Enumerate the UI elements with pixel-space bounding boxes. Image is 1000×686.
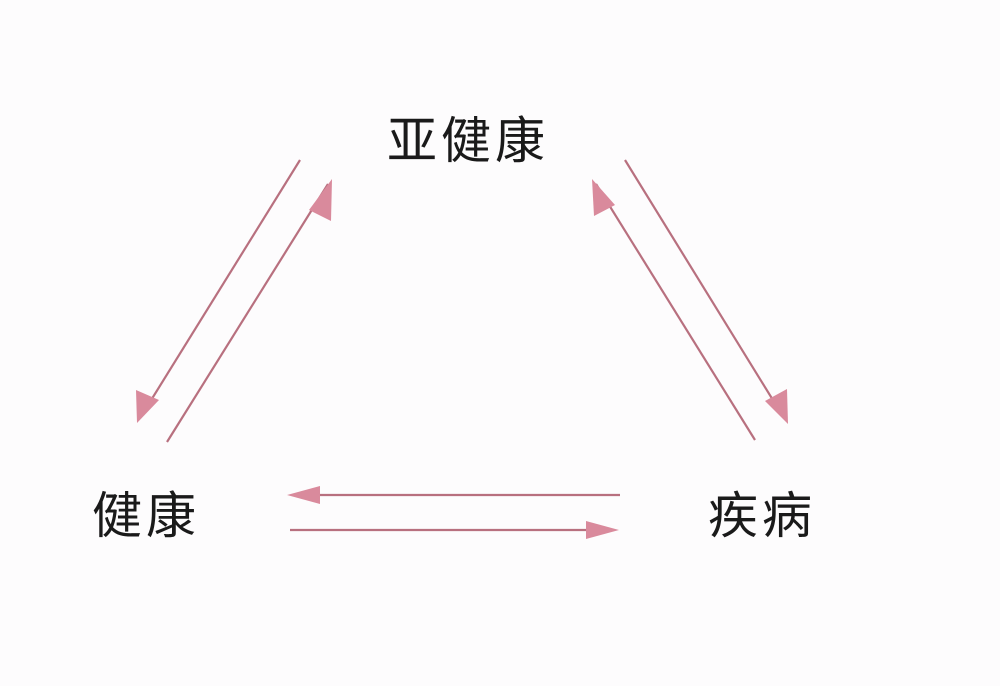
node-subhealth: 亚健康 [387,112,549,170]
arrow-disease-to-subhealth [595,183,756,441]
arrowhead-icon [287,486,320,504]
arrow-subhealth-to-health [139,159,301,419]
arrowhead-icon [765,389,788,424]
arrowheads [136,179,788,539]
arrowhead-icon [586,521,619,539]
arrow-subhealth-to-disease [624,159,785,419]
node-disease: 疾病 [708,487,816,545]
arrowhead-icon [136,390,159,423]
arrow-health-to-subhealth [166,183,329,443]
arrowhead-icon [592,179,615,216]
arrowhead-icon [309,179,332,221]
node-health: 健康 [92,487,200,545]
